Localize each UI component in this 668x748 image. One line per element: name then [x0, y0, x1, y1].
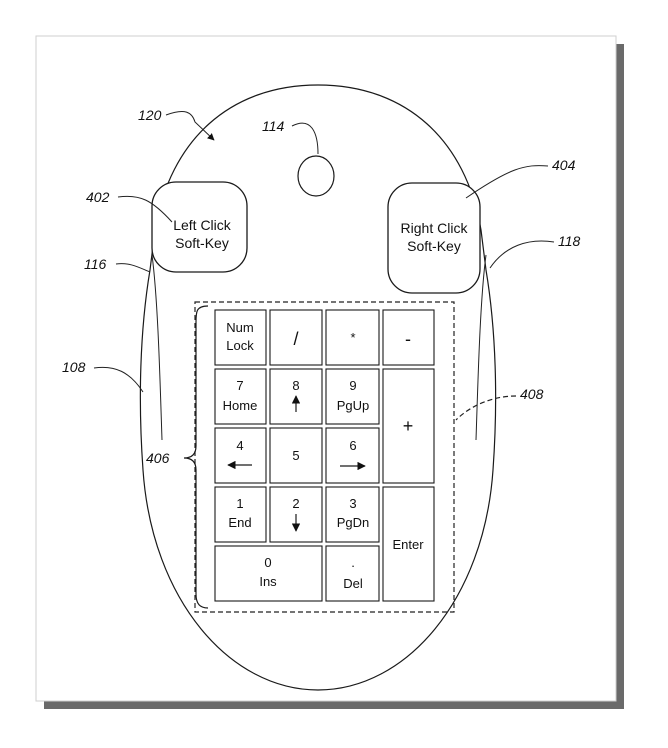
key-decimal-dot: . [351, 555, 355, 570]
key-multiply[interactable] [325, 309, 380, 366]
key-3-alt: PgDn [337, 515, 370, 530]
leader-402 [117, 195, 173, 223]
key-7-digit: 7 [236, 378, 243, 393]
key-5[interactable] [269, 427, 323, 484]
leader-404 [465, 165, 549, 199]
key-minus-label: - [405, 329, 411, 349]
left-click-soft-key[interactable] [151, 181, 248, 273]
key-0-digit: 0 [264, 555, 271, 570]
key-0-ins[interactable] [214, 545, 323, 602]
scroll-wheel[interactable] [297, 155, 335, 197]
key-6-digit: 6 [349, 438, 356, 453]
leader-118 [489, 240, 555, 269]
leader-116 [115, 263, 151, 273]
key-1-alt: End [228, 515, 251, 530]
keypad-region [194, 301, 455, 613]
key-3-digit: 3 [349, 496, 356, 511]
key-0-alt: Ins [259, 574, 277, 589]
key-5-digit: 5 [292, 448, 299, 463]
left-soft-key-line1: Left Click [173, 217, 232, 233]
key-6-right[interactable] [325, 427, 380, 484]
ref-408: 408 [520, 386, 544, 402]
key-divide-label: / [293, 329, 298, 349]
key-3-pgdn[interactable] [325, 486, 380, 543]
key-enter[interactable] [382, 486, 435, 602]
left-soft-key-line2: Soft-Key [175, 235, 229, 251]
right-soft-key-line1: Right Click [401, 220, 469, 236]
key-divide[interactable] [269, 309, 323, 366]
key-9-alt: PgUp [337, 398, 370, 413]
right-side-grip [475, 254, 487, 441]
leader-408 [455, 395, 517, 421]
key-decimal-del[interactable] [325, 545, 380, 602]
ref-406: 406 [146, 450, 170, 466]
key-num-lock-line2: Lock [226, 338, 254, 353]
right-soft-key-line2: Soft-Key [407, 238, 461, 254]
key-1-digit: 1 [236, 496, 243, 511]
left-side-grip [151, 254, 163, 441]
key-2-digit: 2 [292, 496, 299, 511]
key-minus[interactable] [382, 309, 435, 366]
ref-114: 114 [262, 118, 285, 134]
key-1-end[interactable] [214, 486, 267, 543]
key-4-digit: 4 [236, 438, 243, 453]
key-decimal-alt: Del [343, 576, 363, 591]
key-4-left[interactable] [214, 427, 267, 484]
ref-108: 108 [62, 359, 86, 375]
ref-116: 116 [84, 256, 107, 272]
key-9-digit: 9 [349, 378, 356, 393]
key-plus-label: + [403, 416, 414, 436]
key-num-lock-line1: Num [226, 320, 253, 335]
ref-118: 118 [558, 233, 581, 249]
key-enter-label: Enter [392, 537, 424, 552]
leader-114 [291, 122, 319, 155]
ref-402: 402 [86, 189, 110, 205]
key-plus[interactable] [382, 368, 435, 484]
key-7-home[interactable] [214, 368, 267, 425]
key-7-alt: Home [223, 398, 258, 413]
ref-120: 120 [138, 107, 162, 123]
ref-404: 404 [552, 157, 576, 173]
key-8-digit: 8 [292, 378, 299, 393]
keypad-brace [183, 305, 209, 609]
key-num-lock[interactable] [214, 309, 267, 366]
key-9-pgup[interactable] [325, 368, 380, 425]
leader-120 [165, 111, 215, 141]
leader-108 [93, 366, 144, 393]
key-multiply-label: * [350, 330, 355, 345]
right-click-soft-key[interactable] [387, 182, 481, 294]
